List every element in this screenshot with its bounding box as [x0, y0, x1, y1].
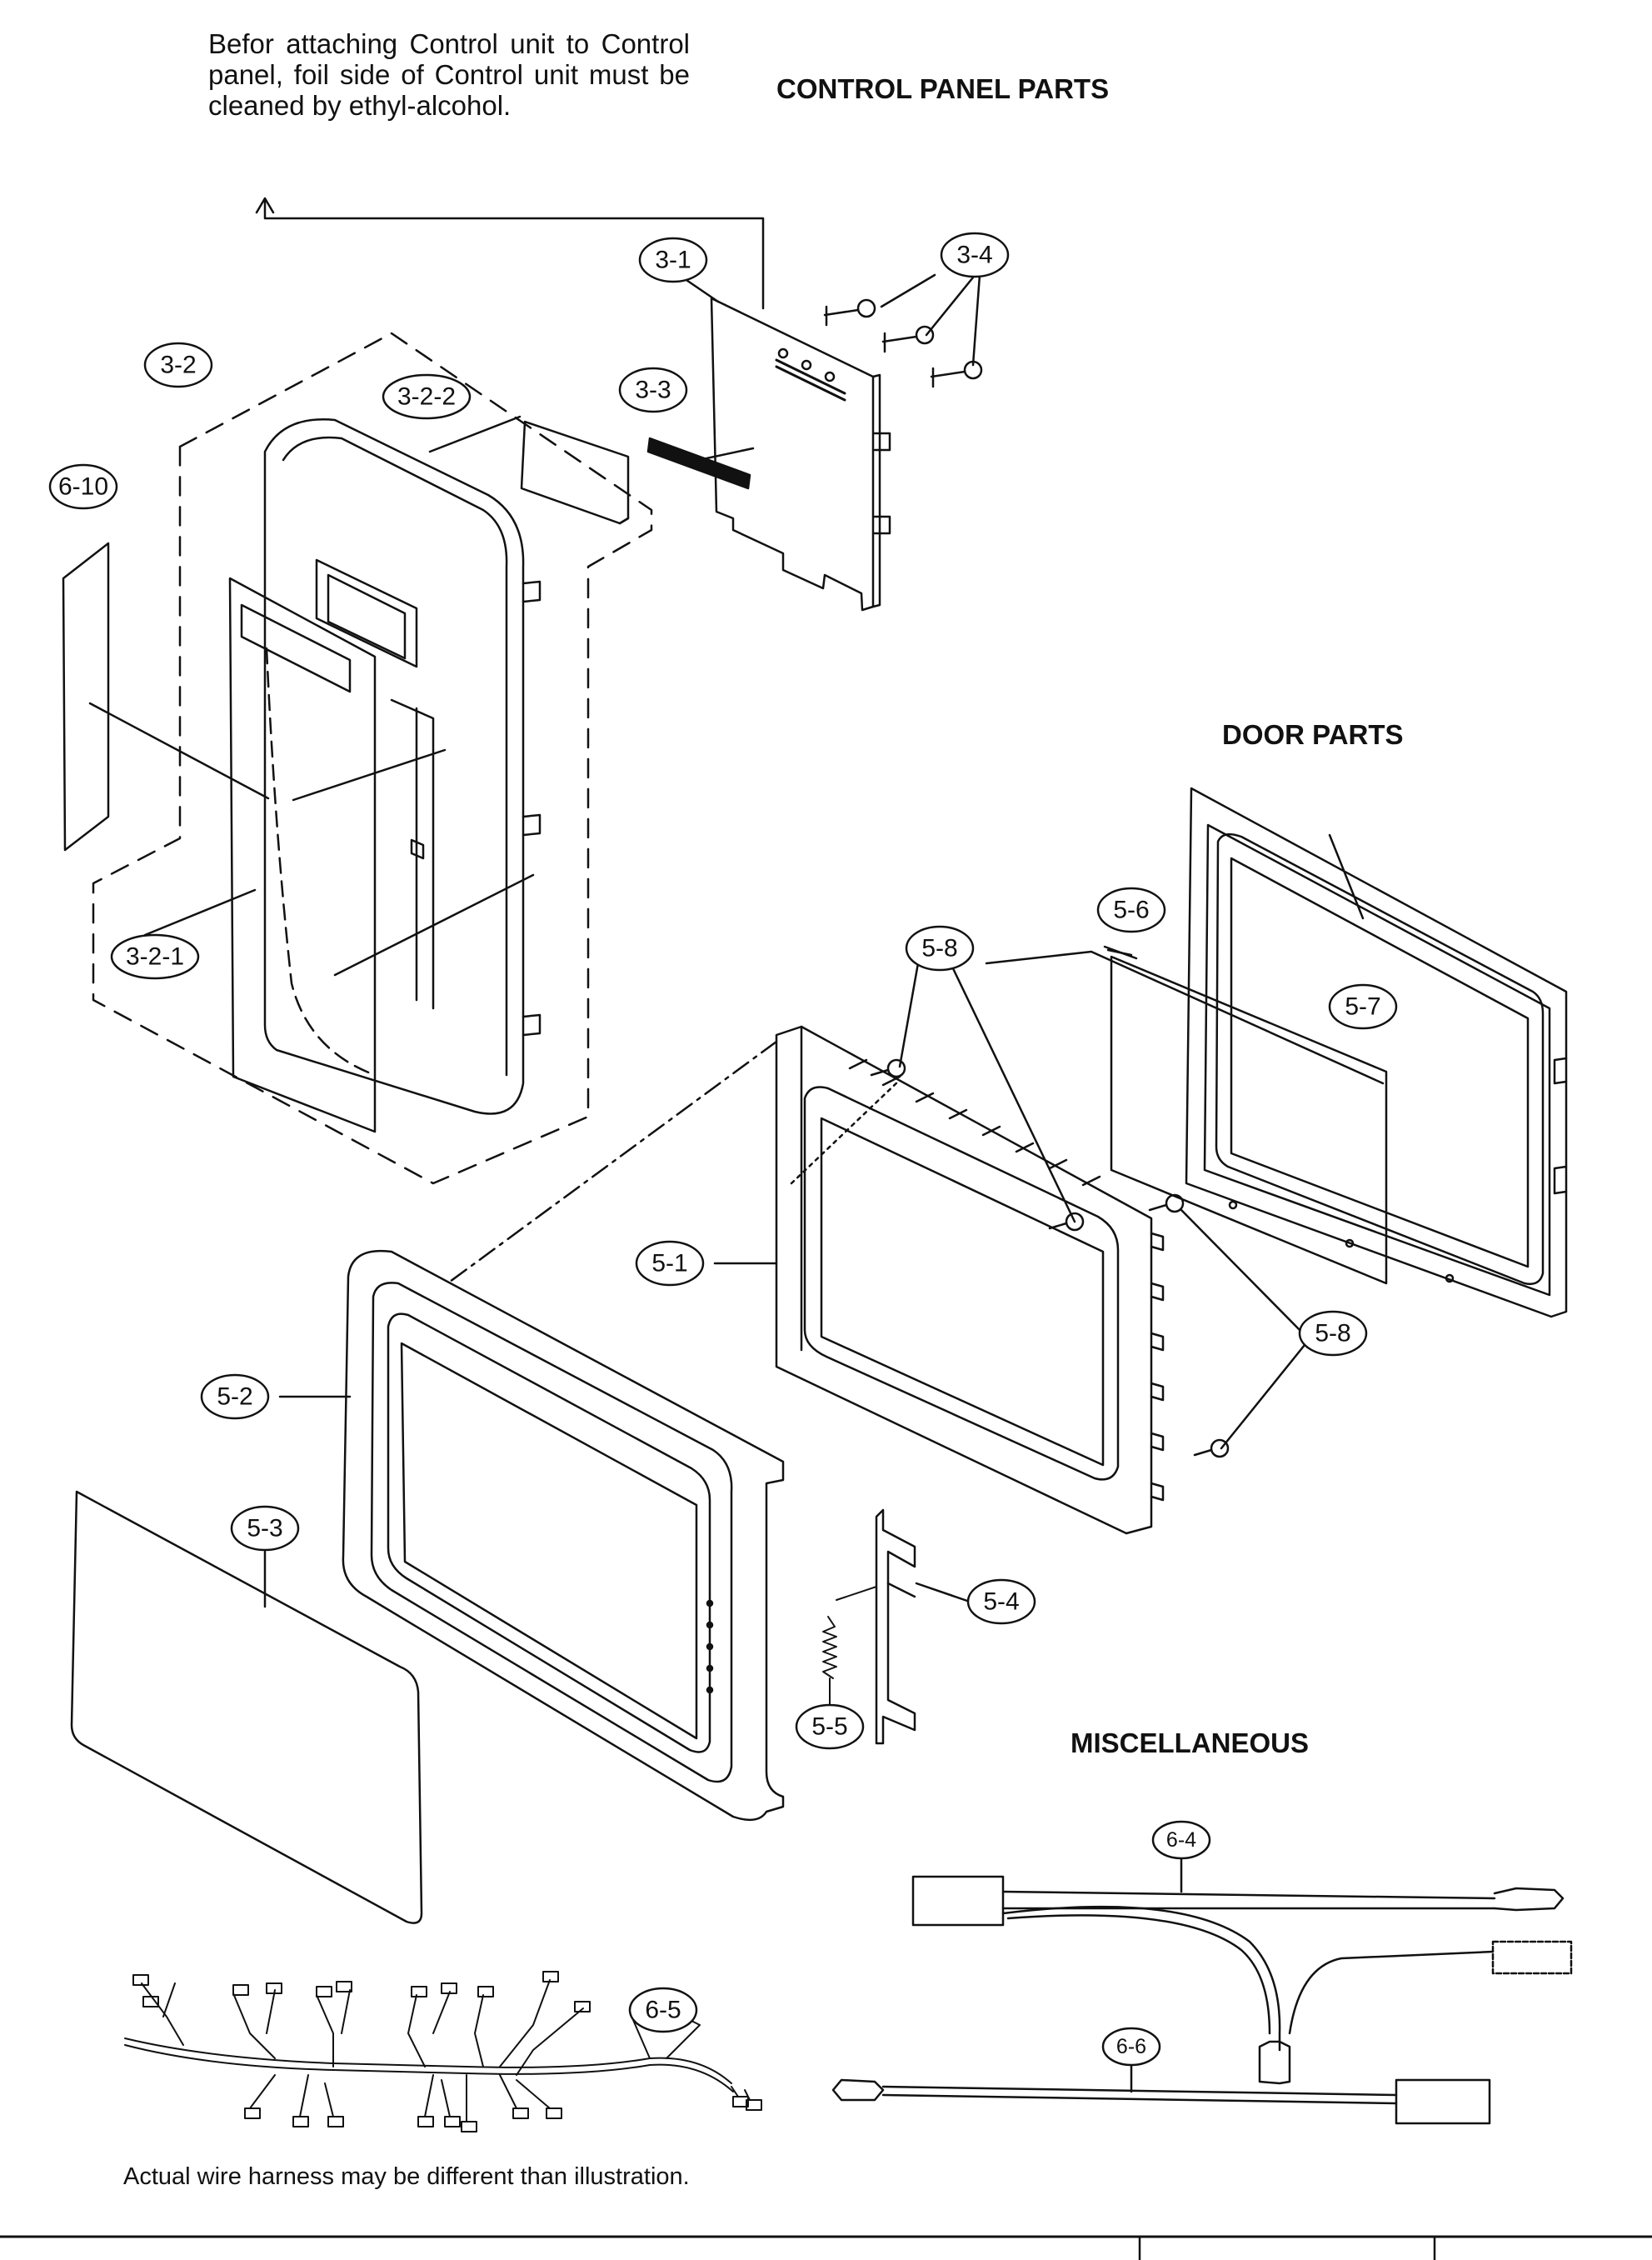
wire-harness-6-6	[831, 2063, 1491, 2125]
callout-5-8-bottom	[1298, 1310, 1368, 1357]
control-panel-frame	[263, 418, 542, 1115]
callout-label-5-8-top: 5-8	[921, 935, 957, 962]
callout-label-6-4: 6-4	[1166, 1828, 1196, 1852]
door-latch-head-5-4	[875, 1508, 971, 1745]
callout-label-5-5: 5-5	[811, 1713, 847, 1741]
callout-label-5-1: 5-1	[651, 1250, 687, 1278]
callout-label-5-3: 5-3	[247, 1515, 282, 1542]
screws-5-8	[870, 1058, 1230, 1458]
callout-3-2-2	[382, 373, 472, 420]
note-leader-arrow	[255, 197, 765, 310]
door-glass-5-3	[70, 1490, 423, 1924]
door-frame-5-1	[775, 1025, 1165, 1535]
callout-3-2-1	[110, 933, 200, 980]
callout-label-6-5: 6-5	[645, 1997, 681, 2024]
door-film-5-6	[1110, 955, 1388, 1285]
wire-harness-note: Actual wire harness may be different tha…	[123, 2163, 690, 2190]
callout-3-4	[940, 232, 1010, 278]
callout-label-3-2-1: 3-2-1	[126, 943, 184, 971]
callout-label-5-2: 5-2	[217, 1383, 252, 1411]
control-unit-board	[710, 297, 891, 612]
callout-label-6-10: 6-10	[58, 473, 108, 501]
callout-5-4	[966, 1578, 1036, 1625]
callout-3-1	[638, 237, 708, 283]
callout-label-3-1: 3-1	[655, 247, 691, 274]
callout-6-4	[1151, 1820, 1211, 1860]
control-panel-assembly-boundary	[92, 332, 653, 1185]
control-unit-ribbon	[646, 437, 751, 490]
section-title-miscellaneous: MISCELLANEOUS	[1071, 1728, 1310, 1758]
callout-5-2	[200, 1373, 270, 1420]
callout-label-6-6: 6-6	[1116, 2035, 1146, 2058]
callout-label-3-3: 3-3	[635, 377, 671, 404]
callout-label-5-4: 5-4	[983, 1588, 1019, 1616]
callout-6-6	[1101, 2027, 1161, 2067]
screws-3-4	[823, 298, 983, 388]
callout-label-5-6: 5-6	[1113, 897, 1149, 924]
cleaning-note: Befor attaching Control unit to Control …	[208, 28, 690, 121]
callout-6-10	[48, 463, 118, 510]
callout-5-7	[1328, 983, 1398, 1030]
callout-label-3-2: 3-2	[160, 352, 196, 379]
callout-5-6	[1096, 887, 1166, 933]
callout-label-3-4: 3-4	[956, 242, 992, 269]
callout-6-5	[628, 1987, 698, 2033]
wire-harness-6-4	[911, 1857, 1573, 2085]
callout-label-5-7: 5-7	[1345, 993, 1380, 1021]
wire-harness-6-5	[124, 1971, 762, 2132]
display-window-3-2-2	[520, 420, 630, 525]
section-title-control-panel-parts: CONTROL PANEL PARTS	[776, 73, 1110, 104]
callout-label-5-8-bottom: 5-8	[1315, 1320, 1350, 1348]
spring-5-5	[822, 1586, 877, 1706]
callout-label-3-2-2: 3-2-2	[397, 383, 456, 411]
label-6-10	[62, 542, 110, 852]
callout-5-1	[635, 1240, 705, 1287]
door-choke-cover-5-7	[1185, 787, 1568, 1318]
section-title-door-parts: DOOR PARTS	[1222, 719, 1404, 750]
callout-3-2	[143, 342, 213, 388]
callout-5-8-top	[905, 925, 975, 972]
door-front-5-2	[342, 1249, 785, 1822]
callout-3-3	[618, 367, 688, 413]
callout-5-3	[230, 1505, 300, 1552]
callout-5-5	[795, 1703, 865, 1750]
key-sheet-3-2-1	[228, 577, 377, 1133]
